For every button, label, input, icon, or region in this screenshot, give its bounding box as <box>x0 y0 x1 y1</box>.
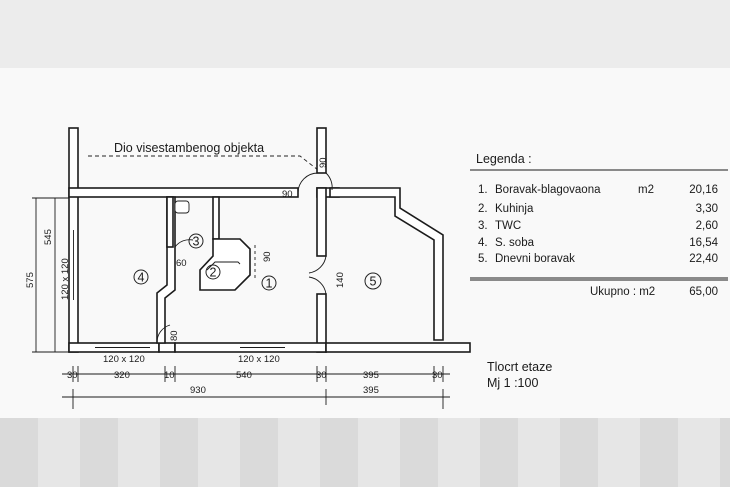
svg-text:m2: m2 <box>638 184 654 196</box>
svg-text:2,60: 2,60 <box>696 220 718 232</box>
legend-total-value: 65,00 <box>689 286 718 298</box>
dim-30-a: 30 <box>67 370 78 381</box>
dim-chain-2-ticks <box>72 389 444 409</box>
svg-text:3.: 3. <box>478 220 488 232</box>
plan-caption-line-2: Mj 1 :100 <box>487 376 538 390</box>
paper-sheet <box>0 68 730 418</box>
svg-text:5.: 5. <box>478 253 488 265</box>
svg-text:Boravak-blagovaona: Boravak-blagovaona <box>495 184 601 196</box>
bathroom-right-wall <box>212 196 220 240</box>
interior-door-swing-upper <box>308 255 327 274</box>
legend-item-2: 2. Kuhinja 3,30 <box>478 203 718 215</box>
legend-total-label: Ukupno : m2 <box>590 286 655 298</box>
interior-door-swing-lower <box>308 276 327 295</box>
central-wall-upper <box>316 187 327 257</box>
legend-item-5: 5. Dnevni boravak 22,40 <box>478 253 718 265</box>
dim-545: 545 <box>43 229 54 245</box>
room-2-number: 2 <box>210 266 217 280</box>
dim-395-b: 395 <box>363 385 379 396</box>
entrance-door-right-swing <box>325 172 333 191</box>
dim-930: 930 <box>190 385 206 396</box>
svg-text:4.: 4. <box>478 237 488 249</box>
dim-window-bottom-1: 120 x 120 <box>103 354 145 365</box>
svg-text:S. soba: S. soba <box>495 237 535 249</box>
top-background-band <box>0 0 730 68</box>
central-wall-upper-stub <box>316 127 327 174</box>
legend-item-3: 3. TWC 2,60 <box>478 220 718 232</box>
svg-text:1.: 1. <box>478 184 488 196</box>
room-5-number: 5 <box>370 275 377 289</box>
dim-10: 10 <box>164 370 175 381</box>
dim-540: 540 <box>236 370 252 381</box>
bottom-exterior-wall-2 <box>158 342 176 353</box>
dim-395-a: 395 <box>363 370 379 381</box>
svg-text:Kuhinja: Kuhinja <box>495 203 534 215</box>
room-2-circle <box>205 264 221 280</box>
dim-kitchen-90: 90 <box>262 251 273 262</box>
svg-text:20,16: 20,16 <box>689 184 718 196</box>
legend-item-1: 1. Boravak-blagovaona m2 20,16 <box>478 184 718 196</box>
svg-text:Dnevni boravak: Dnevni boravak <box>495 253 575 265</box>
dim-top-door-90: 90 <box>282 189 293 200</box>
bathroom-left-wall <box>166 196 174 248</box>
legend-heading: Legenda : <box>476 152 532 166</box>
building-boundary-dashed-line <box>88 155 319 171</box>
svg-text:3,30: 3,30 <box>696 203 718 215</box>
legend-item-4: 4. S. soba 16,54 <box>478 237 719 249</box>
room-3-number: 3 <box>193 235 200 249</box>
room-5-circle <box>364 272 382 290</box>
right-apartment-angled-wall <box>329 187 444 341</box>
room-3-circle <box>188 233 204 249</box>
dim-320: 320 <box>114 370 130 381</box>
dim-door-80: 80 <box>169 330 180 341</box>
dim-chain-ticks <box>72 366 444 382</box>
room-1-number: 1 <box>266 277 273 291</box>
kitchen-inner-line <box>206 261 241 271</box>
plan-caption-line-1: Tlocrt etaze <box>487 360 552 374</box>
top-exterior-wall-left <box>68 187 299 198</box>
bottom-exterior-wall-right <box>325 342 471 353</box>
toilet-fixture <box>174 200 190 214</box>
plan-title: Dio visestambenog objekta <box>114 141 264 155</box>
dim-vertical-door-90: 90 <box>318 157 329 168</box>
kitchen-counter <box>199 238 251 291</box>
svg-text:TWC: TWC <box>495 220 521 232</box>
dim-wall-140: 140 <box>335 272 346 288</box>
dim-575: 575 <box>25 272 36 288</box>
dim-30-b: 30 <box>316 370 327 381</box>
room-1-circle <box>261 275 277 291</box>
svg-text:22,40: 22,40 <box>689 253 718 265</box>
bottom-background-band <box>0 418 730 487</box>
entrance-door-left-swing <box>297 172 319 194</box>
room-4-circle <box>133 269 149 285</box>
bathroom-door-swing <box>174 239 194 248</box>
dim-30-c: 30 <box>432 370 443 381</box>
dim-window-left: 120 x 120 <box>60 258 71 300</box>
svg-text:2.: 2. <box>478 203 488 215</box>
svg-text:16,54: 16,54 <box>689 237 718 249</box>
bedroom-door-swing <box>156 324 171 344</box>
room-4-number: 4 <box>138 271 145 285</box>
dim-bath-60: 60 <box>176 258 187 269</box>
dim-window-bottom-2: 120 x 120 <box>238 354 280 365</box>
